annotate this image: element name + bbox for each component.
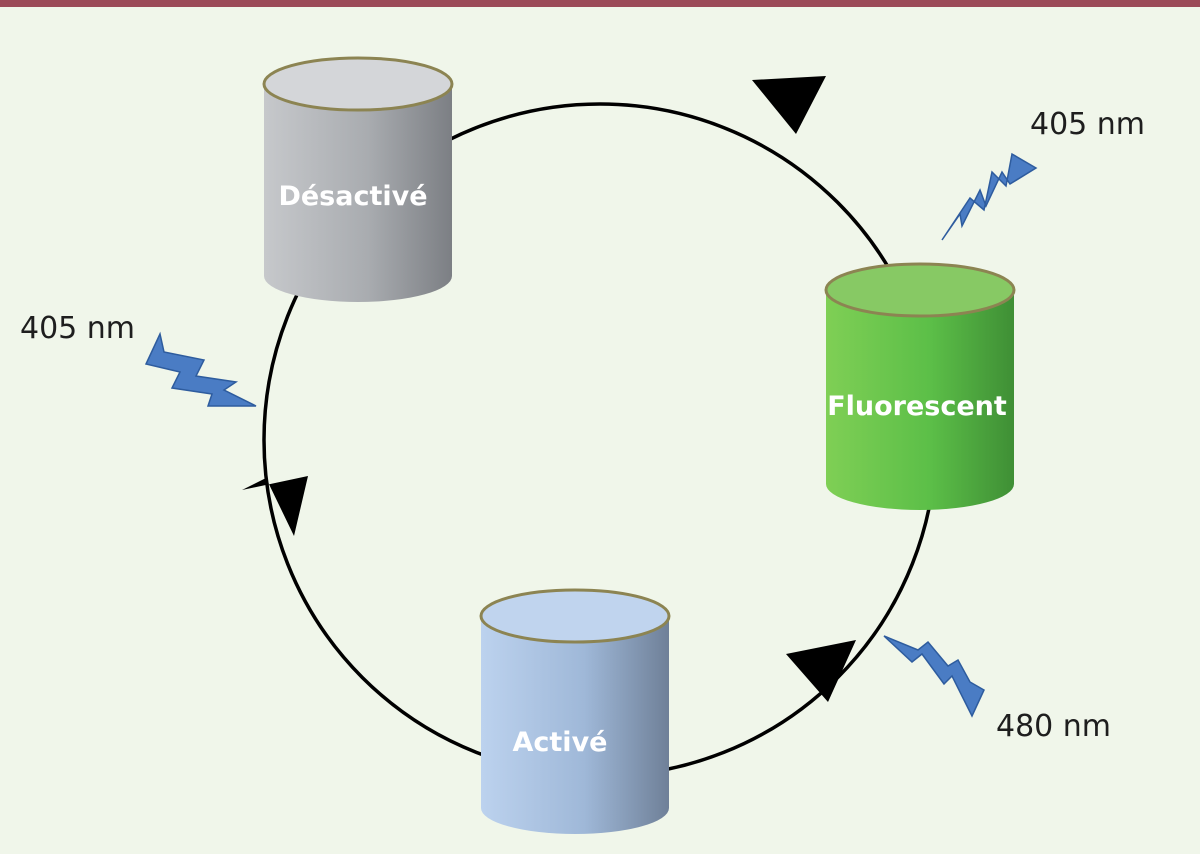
lightning-icon xyxy=(941,152,1038,241)
wavelength-label-left: 405 nm xyxy=(20,311,135,346)
cycle-arrow-top-right xyxy=(752,76,826,134)
lightning-icon xyxy=(144,331,257,407)
top-accent-bar xyxy=(0,0,1200,7)
cylinder-deactivated: Désactivé xyxy=(262,56,454,302)
wavelength-label-bottom-right: 480 nm xyxy=(996,709,1111,744)
label-activated: Activé xyxy=(513,727,608,758)
lightning-icon xyxy=(883,635,985,718)
label-deactivated: Désactivé xyxy=(278,181,427,212)
label-fluorescent: Fluorescent xyxy=(827,391,1007,422)
cycle-arrow-bottom-right xyxy=(786,640,856,702)
cylinder-activated: Activé xyxy=(479,588,671,834)
cylinder-fluorescent: Fluorescent xyxy=(824,262,1016,510)
wavelength-label-top-right: 405 nm xyxy=(1030,107,1145,142)
cycle-arrow-left xyxy=(242,476,308,536)
